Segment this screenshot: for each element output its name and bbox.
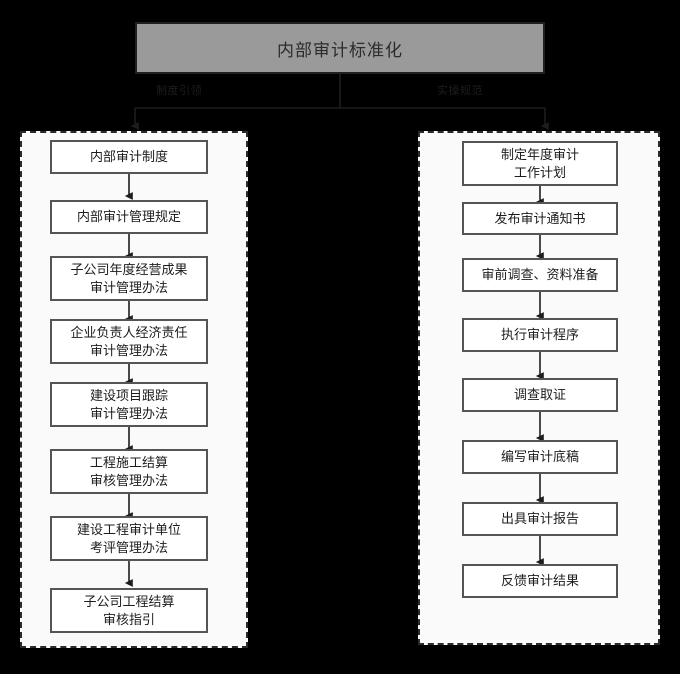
node-label-line2: 工作计划 — [513, 164, 566, 180]
node-label: 建设项目跟踪 — [89, 387, 168, 403]
node-label-line2: 审计管理办法 — [89, 342, 168, 358]
node-label: 审前调查、资料准备 — [481, 267, 599, 283]
node-label: 内部审计制度 — [89, 149, 168, 165]
node-right-2[interactable]: 发布审计通知书 — [462, 202, 618, 235]
node-right-4[interactable]: 执行审计程序 — [462, 318, 618, 352]
node-label: 出具审计报告 — [500, 511, 579, 527]
node-right-3[interactable]: 审前调查、资料准备 — [462, 258, 618, 292]
node-label: 执行审计程序 — [500, 327, 579, 343]
node-right-8[interactable]: 反馈审计结果 — [462, 564, 618, 598]
branch-label-left: 制度引领 — [156, 85, 202, 97]
node-label-line2: 审计管理办法 — [89, 405, 168, 421]
node-label: 子公司工程结算 — [83, 593, 175, 609]
node-label: 制定年度审计 — [500, 146, 579, 162]
diagram-title-box: 内部审计标准化 — [135, 22, 545, 74]
node-left-1[interactable]: 内部审计制度 — [50, 140, 208, 174]
branch-label-right: 实操规范 — [437, 85, 483, 97]
diagram-title-text: 内部审计标准化 — [277, 40, 403, 60]
node-label: 子公司年度经营成果 — [70, 261, 188, 277]
node-label: 工程施工结算 — [89, 454, 168, 470]
node-label-line2: 考评管理办法 — [89, 539, 168, 555]
node-right-5[interactable]: 调查取证 — [462, 378, 618, 412]
node-label: 发布审计通知书 — [494, 210, 586, 226]
node-label: 编写审计底稿 — [500, 449, 579, 465]
node-label-line2: 审核指引 — [102, 611, 155, 627]
node-left-3[interactable]: 子公司年度经营成果 审计管理办法 — [50, 256, 208, 301]
node-right-1[interactable]: 制定年度审计 工作计划 — [462, 141, 618, 186]
node-label-line2: 审核管理办法 — [89, 472, 168, 488]
node-left-8[interactable]: 子公司工程结算 审核指引 — [50, 588, 208, 633]
node-label: 建设工程审计单位 — [76, 521, 181, 537]
node-left-4[interactable]: 企业负责人经济责任 审计管理办法 — [50, 319, 208, 364]
node-right-6[interactable]: 编写审计底稿 — [462, 440, 618, 474]
node-left-2[interactable]: 内部审计管理规定 — [50, 200, 208, 234]
node-label-line2: 审计管理办法 — [89, 279, 168, 295]
node-label: 反馈审计结果 — [500, 573, 579, 589]
node-label: 调查取证 — [513, 387, 566, 403]
node-label: 内部审计管理规定 — [76, 209, 181, 225]
node-label: 企业负责人经济责任 — [70, 324, 188, 340]
node-right-7[interactable]: 出具审计报告 — [462, 502, 618, 536]
node-left-7[interactable]: 建设工程审计单位 考评管理办法 — [50, 516, 208, 561]
